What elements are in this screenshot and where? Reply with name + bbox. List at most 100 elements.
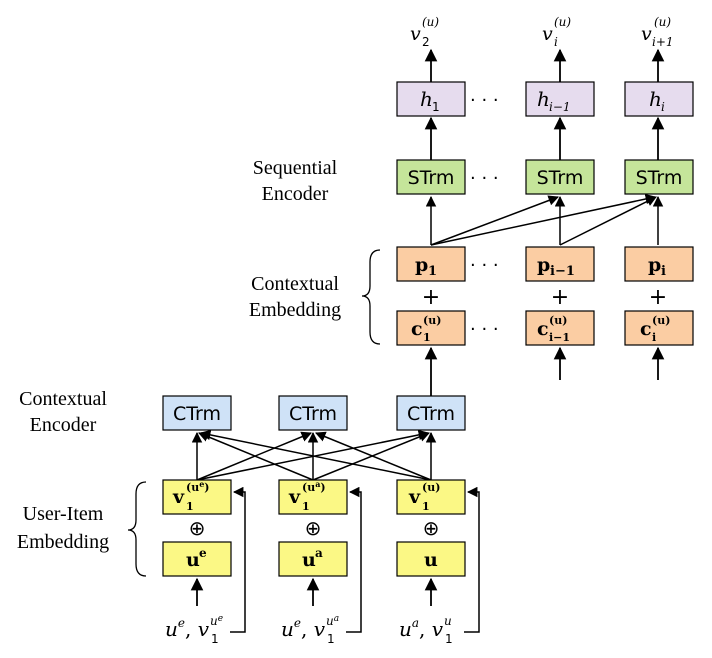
svg-text:p: p [537, 254, 550, 276]
contextual-attention-arrows [191, 429, 437, 481]
output-label-i-plus-1: v (u) i+1 [641, 15, 674, 49]
user-embedding-ua: u a [278, 541, 348, 577]
svg-text:(u): (u) [549, 314, 567, 327]
svg-text:c: c [411, 318, 423, 340]
strm-block-3: STrm [624, 159, 694, 195]
context-embedding-i: c (u) i [624, 310, 694, 346]
svg-text:ue, v: ue, v [165, 616, 210, 641]
svg-text:ue: ue [210, 614, 223, 628]
svg-text:ua, v: ua, v [399, 616, 444, 641]
svg-text:u: u [424, 549, 438, 571]
position-embedding-1: p 1 [396, 246, 466, 282]
user-embedding-u: u [396, 541, 466, 577]
svg-text:CTrm: CTrm [289, 403, 337, 425]
ctrm-block-1: CTrm [162, 395, 232, 431]
svg-text:u: u [186, 549, 200, 571]
svg-text:ua: ua [326, 614, 339, 628]
sequential-encoder-label-line2: Encoder [262, 183, 329, 205]
svg-text:ue, v: ue, v [281, 616, 326, 641]
user-item-embedding-label-line2: Embedding [17, 531, 109, 553]
svg-text:v: v [408, 486, 421, 508]
svg-text:i: i [661, 100, 665, 114]
svg-text:STrm: STrm [408, 167, 455, 189]
svg-text:1: 1 [432, 100, 440, 114]
output-label-1: v (u) 2 [410, 15, 439, 49]
context-embedding-1: c (u) 1 [396, 310, 466, 346]
svg-text:p: p [415, 254, 428, 276]
svg-text:CTrm: CTrm [407, 403, 455, 425]
svg-text:i: i [554, 35, 558, 49]
contextual-embedding-label-line1: Contextual [251, 273, 339, 295]
strm-block-1: STrm [396, 159, 466, 195]
skip-arrows [230, 486, 480, 633]
user-embedding-ue: u e [162, 541, 232, 577]
svg-text:v: v [172, 486, 185, 508]
ellipsis-position: · · · [470, 255, 499, 276]
svg-text:h: h [420, 87, 433, 111]
svg-text:(ue): (ue) [186, 479, 210, 494]
oplus-icon-1: ⊕ [189, 516, 206, 540]
sequential-encoder-label-line1: Sequential [253, 157, 338, 179]
svg-text:i−1: i−1 [549, 331, 570, 344]
input-label-1: ue, v 1 ue [165, 614, 223, 646]
plus-2: + [551, 285, 569, 310]
svg-text:(u): (u) [422, 15, 439, 29]
position-embedding-i: p i [624, 246, 694, 282]
svg-text:CTrm: CTrm [173, 403, 221, 425]
strm-block-2: STrm [525, 159, 595, 195]
context-embedding-i-minus-1: c (u) i−1 [525, 310, 595, 346]
svg-text:(u): (u) [554, 15, 571, 29]
input-label-2: ue, v 1 ua [281, 614, 339, 646]
svg-text:h: h [537, 87, 550, 111]
svg-text:c: c [640, 318, 652, 340]
svg-text:(u): (u) [654, 15, 671, 29]
user-item-embedding-brace [127, 481, 147, 577]
svg-text:1: 1 [302, 500, 310, 513]
svg-text:e: e [199, 546, 207, 560]
output-label-i: v (u) i [542, 15, 571, 49]
hidden-state-i: h i [624, 81, 694, 117]
svg-text:i: i [661, 264, 666, 279]
svg-text:(u): (u) [422, 481, 440, 494]
svg-text:(u): (u) [423, 314, 441, 327]
svg-text:1: 1 [423, 331, 431, 344]
svg-text:(ua): (ua) [302, 479, 326, 494]
svg-text:v: v [641, 23, 652, 45]
svg-text:i+1: i+1 [652, 35, 674, 49]
ctrm-block-2: CTrm [278, 395, 348, 431]
svg-text:STrm: STrm [636, 167, 683, 189]
svg-text:1: 1 [445, 632, 453, 646]
item-embedding-ue: v 1 (ue) [162, 479, 232, 515]
svg-text:1: 1 [422, 500, 430, 513]
svg-text:v: v [542, 23, 553, 45]
svg-text:u: u [444, 614, 452, 628]
sequential-attention-arrows [425, 193, 664, 246]
contextual-embedding-label-line2: Embedding [249, 299, 341, 321]
item-embedding-u: v 1 (u) [396, 479, 466, 515]
svg-text:1: 1 [211, 632, 219, 646]
svg-text:STrm: STrm [537, 167, 584, 189]
svg-text:u: u [302, 549, 316, 571]
input-label-3: ua, v 1 u [399, 614, 453, 646]
plus-1: + [422, 285, 440, 310]
oplus-icon-2: ⊕ [305, 516, 322, 540]
svg-text:v: v [410, 23, 421, 45]
svg-text:i: i [652, 331, 656, 344]
svg-text:1: 1 [327, 632, 335, 646]
hidden-state-i-minus-1: h i−1 [525, 81, 595, 117]
svg-text:(u): (u) [652, 314, 670, 327]
oplus-icon-3: ⊕ [423, 516, 440, 540]
svg-text:a: a [315, 546, 323, 560]
svg-text:h: h [649, 87, 662, 111]
position-embedding-i-minus-1: p i−1 [525, 246, 595, 282]
ctrm-block-3: CTrm [396, 395, 466, 431]
svg-text:v: v [288, 486, 301, 508]
svg-text:1: 1 [186, 500, 194, 513]
ellipsis-strm: · · · [470, 168, 499, 189]
svg-text:c: c [537, 318, 549, 340]
contextual-embedding-brace [361, 249, 381, 345]
contextual-encoder-label-line1: Contextual [19, 388, 107, 410]
svg-text:i−1: i−1 [549, 100, 571, 114]
svg-text:1: 1 [428, 264, 437, 279]
